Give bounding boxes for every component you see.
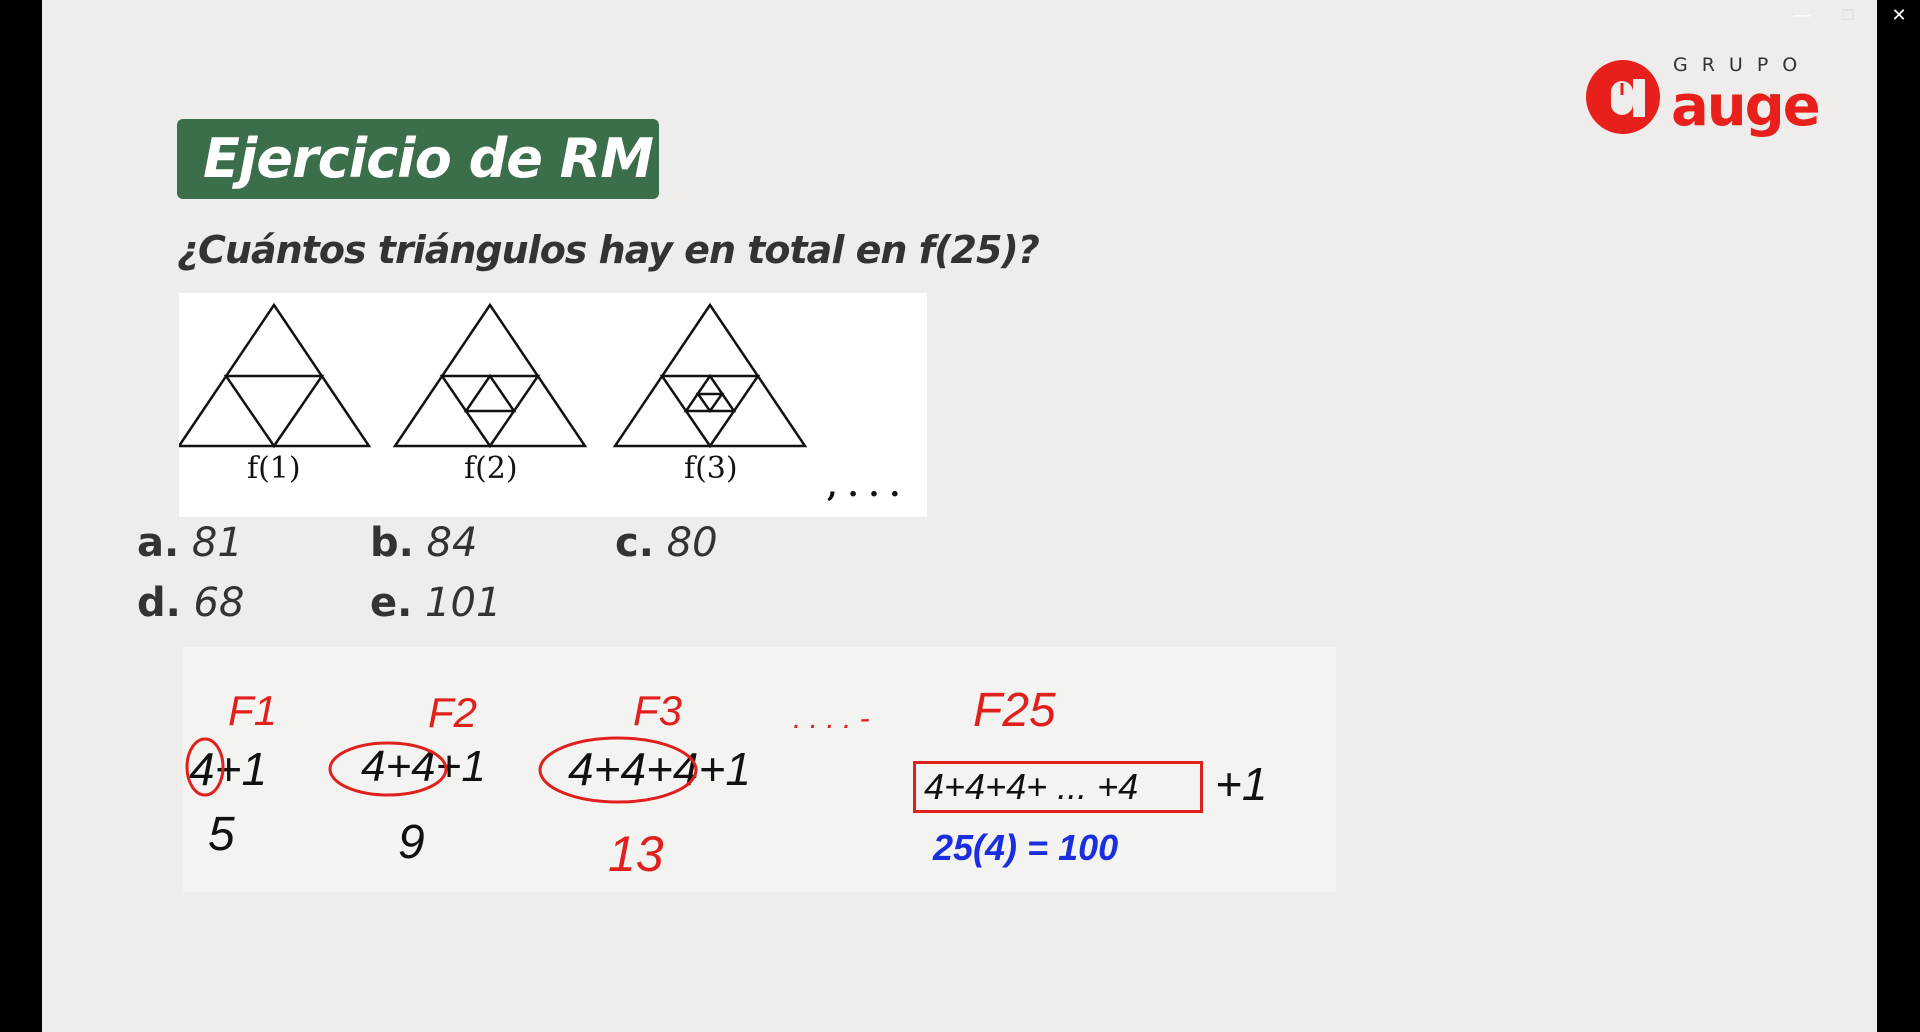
logo-auge-text: auge (1671, 74, 1821, 139)
slide: — ❐ GRUPO auge Ejercicio de RM ¿Cuántos … (42, 0, 1877, 1032)
hw-f1: F1 (228, 687, 278, 734)
label-f1: f(1) (247, 451, 301, 486)
option-c: c. 80 (615, 520, 718, 566)
hw-expr-f25-tail: +1 (1215, 758, 1268, 810)
hw-result-f25: 25(4) = 100 (933, 827, 1119, 868)
option-d: d. 68 (137, 580, 245, 626)
hw-expr-f2: 4+4+1 (361, 742, 486, 791)
option-a: a. 81 (137, 520, 243, 566)
triangle-f3 (612, 302, 808, 449)
triangle-f1 (179, 302, 372, 449)
sequence-ellipsis: , . . . (827, 469, 901, 504)
right-black-bar: ✕ (1877, 0, 1920, 1032)
hw-expr-f1: 4+1 (189, 743, 268, 795)
hw-f25: F25 (973, 684, 1056, 737)
question-text: ¿Cuántos triángulos hay en total en f(25… (177, 228, 1040, 272)
hw-expr-f3: 4+4+4+1 (568, 743, 751, 795)
option-e: e. 101 (370, 580, 502, 626)
hw-expr-f25: 4+4+4+ ... +4 (924, 766, 1139, 807)
triangle-f2 (392, 302, 588, 449)
logo-grupo-text: GRUPO (1673, 54, 1812, 76)
restore-button[interactable]: ❐ (1841, 8, 1855, 24)
handwritten-solution: F1 F2 F3 . . . . - F25 4+1 4+4+1 4+4+4+1… (183, 647, 1336, 892)
minimize-button[interactable]: — (1793, 5, 1811, 26)
triangle-figure: f(1) f(2) f(3) , . . . (179, 293, 927, 517)
option-b: b. 84 (370, 520, 478, 566)
hw-result-f1: 5 (208, 808, 235, 861)
hw-result-f3: 13 (608, 826, 664, 882)
hw-result-f2: 9 (398, 816, 425, 869)
close-button[interactable]: ✕ (1891, 5, 1907, 26)
label-f2: f(2) (464, 451, 518, 486)
hw-box-f25: 4+4+4+ ... +4 (913, 761, 1203, 813)
grupo-auge-logo: GRUPO auge (1585, 55, 1825, 143)
slide-title: Ejercicio de RM (177, 119, 659, 199)
hw-dots: . . . . - (793, 702, 870, 735)
hw-f3: F3 (633, 687, 683, 734)
hw-f2: F2 (428, 689, 478, 736)
label-f3: f(3) (684, 451, 738, 486)
